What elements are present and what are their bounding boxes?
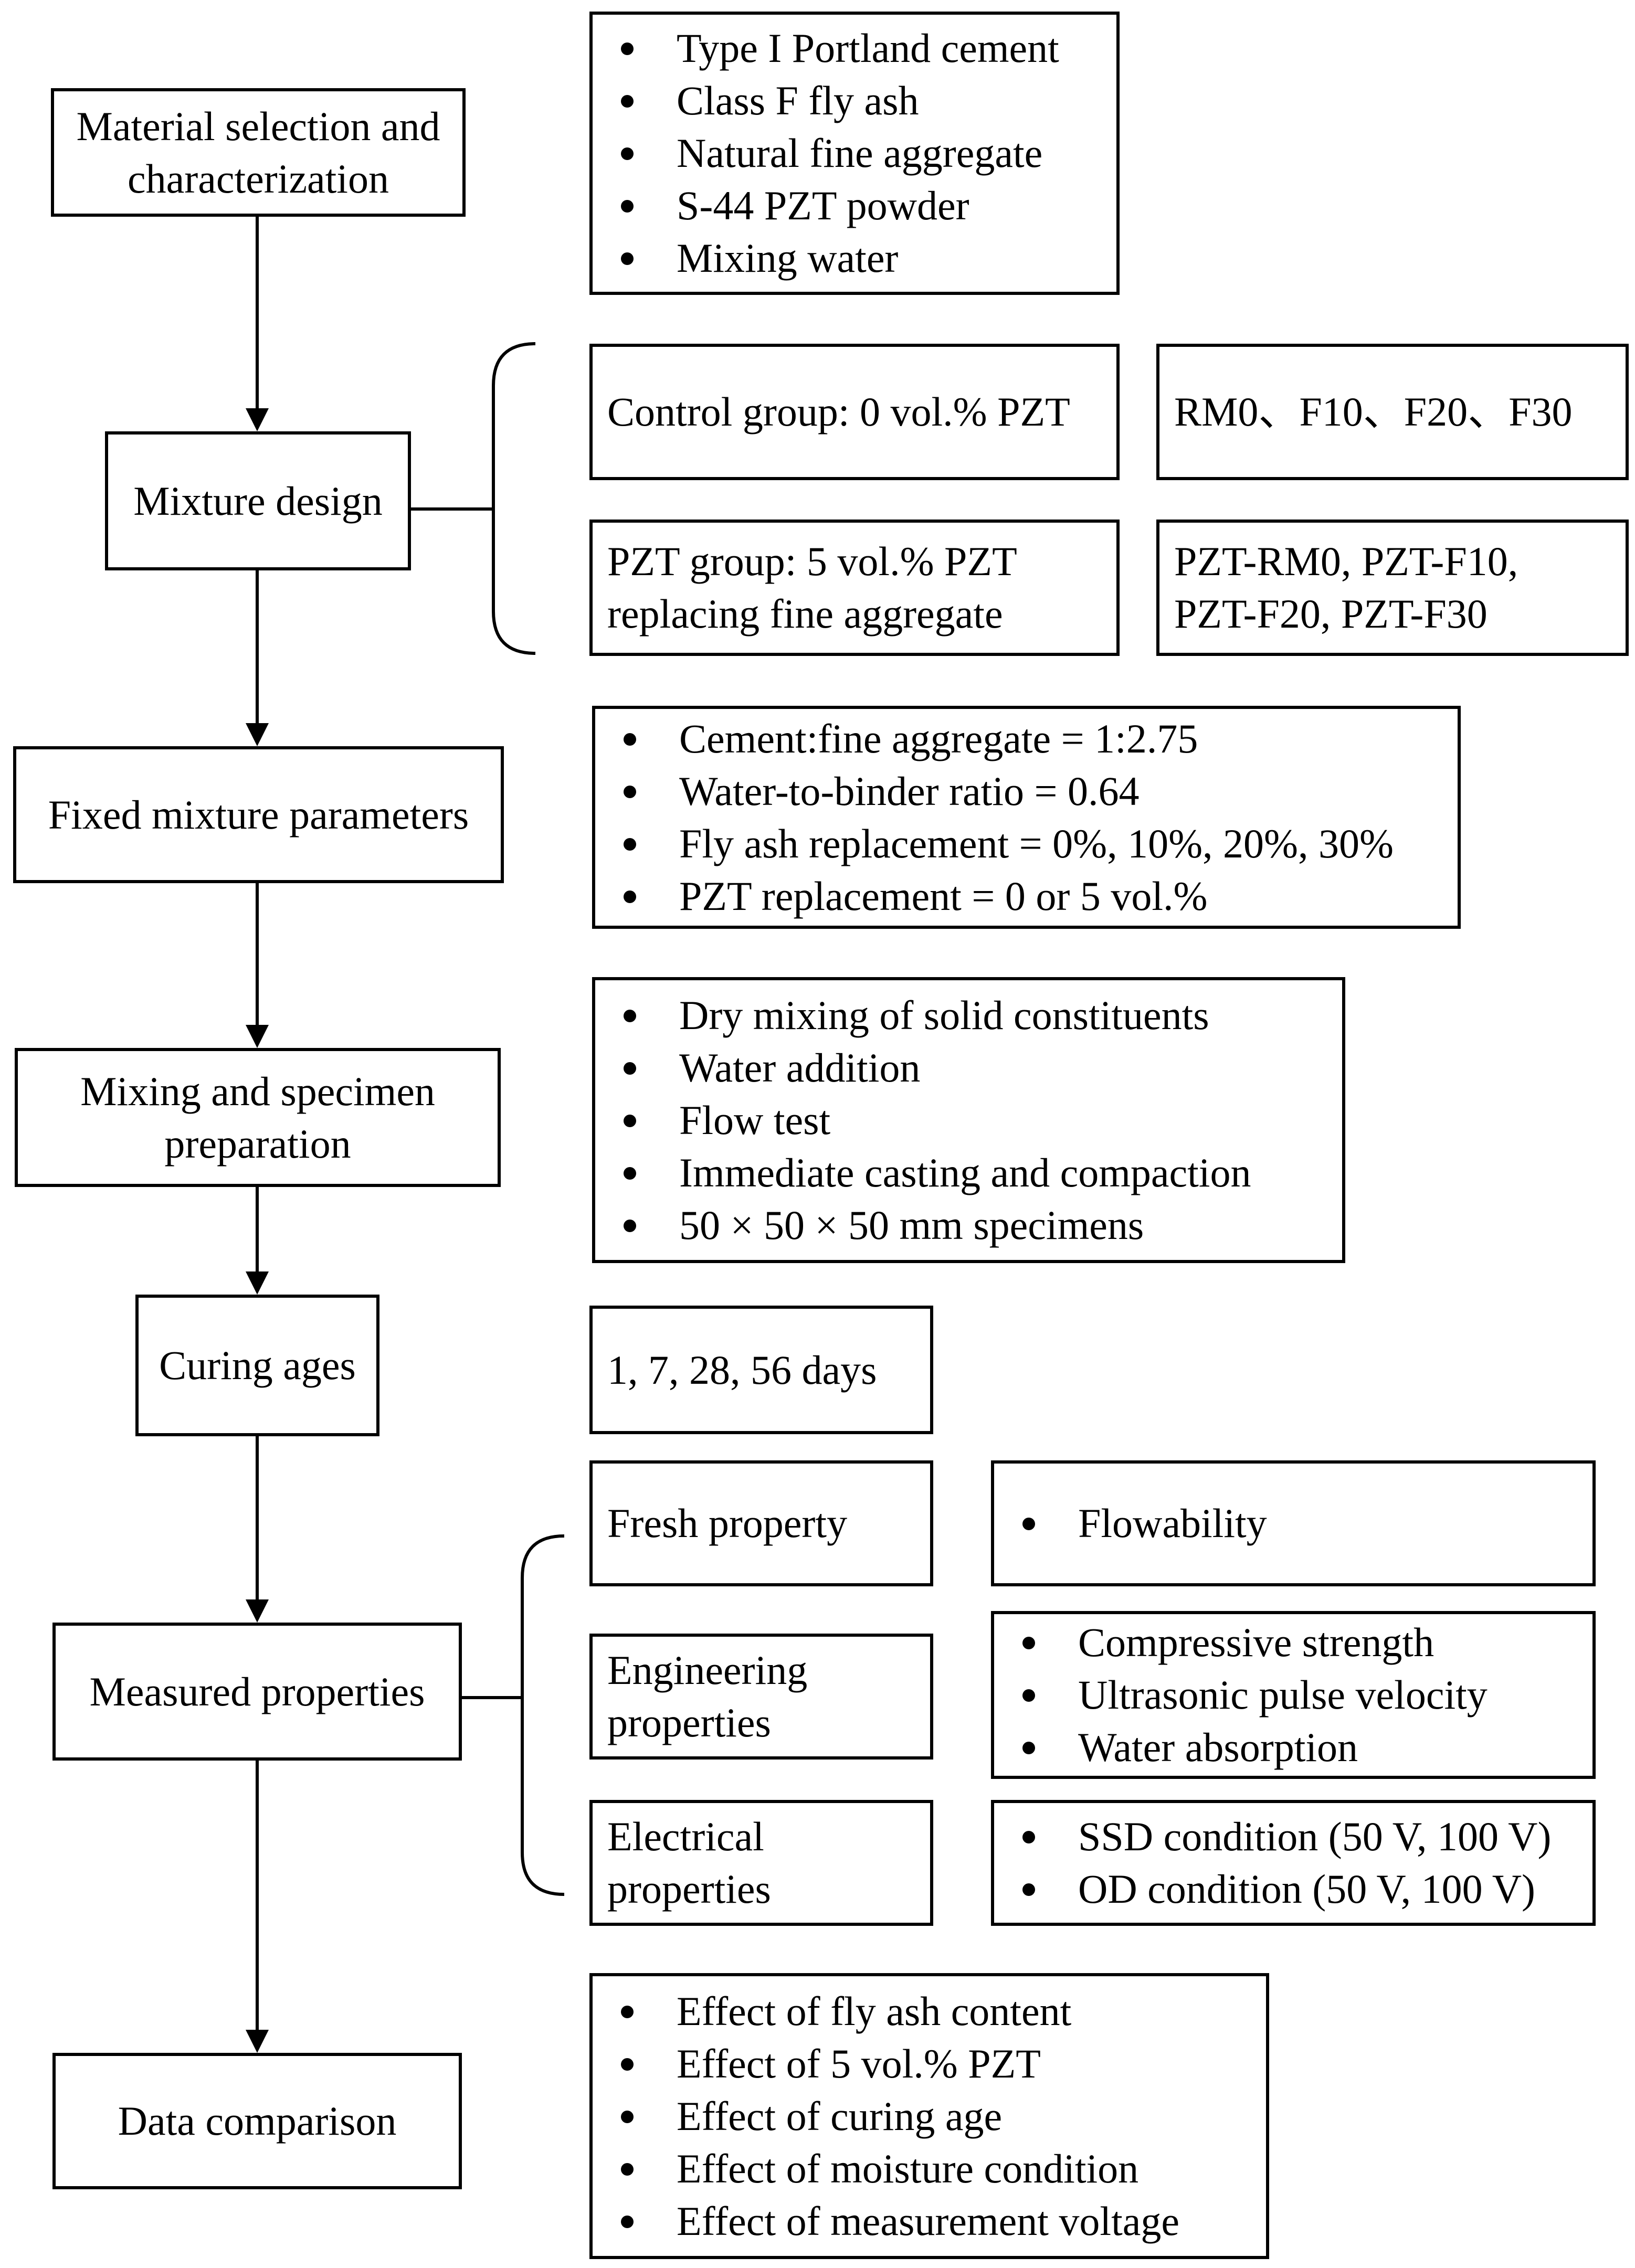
material-item: S-44 PZT powder	[614, 179, 1116, 232]
step-measured-properties: Measured properties	[52, 1623, 462, 1761]
material-item: Natural fine aggregate	[614, 127, 1116, 179]
arrowhead-5	[246, 1599, 269, 1623]
electrical-properties-list: SSD condition (50 V, 100 V) OD condition…	[991, 1800, 1596, 1926]
property-item: Compressive strength	[1015, 1616, 1592, 1669]
material-item: Mixing water	[614, 232, 1116, 284]
pzt-mixes-line-1: PZT-RM0, PZT-F10,	[1174, 538, 1518, 584]
mixing-steps-list: Dry mixing of solid constituents Water a…	[592, 977, 1345, 1263]
comparison-item: Effect of moisture condition	[614, 2143, 1266, 2195]
property-item: Ultrasonic pulse velocity	[1015, 1669, 1592, 1721]
electrical-properties-line-2: properties	[607, 1866, 771, 1912]
engineering-properties-list: Compressive strength Ultrasonic pulse ve…	[991, 1611, 1596, 1779]
pzt-group-line-2: replacing fine aggregate	[607, 591, 1003, 637]
parameter-item: Fly ash replacement = 0%, 10%, 20%, 30%	[616, 818, 1458, 870]
step-data-comparison: Data comparison	[52, 2053, 462, 2189]
property-item: SSD condition (50 V, 100 V)	[1015, 1810, 1592, 1863]
material-item: Class F fly ash	[614, 75, 1116, 127]
curing-ages-box: 1, 7, 28, 56 days	[589, 1306, 933, 1434]
fresh-property-list: Flowability	[991, 1460, 1596, 1586]
comparisons-list: Effect of fly ash content Effect of 5 vo…	[589, 1973, 1269, 2259]
step-measured-properties-label: Measured properties	[89, 1668, 425, 1714]
curing-ages-value: 1, 7, 28, 56 days	[607, 1347, 877, 1393]
step-material-selection-line-2: characterization	[128, 155, 389, 202]
step-mixing-preparation-line-2: preparation	[164, 1120, 351, 1167]
engineering-properties-line-2: properties	[607, 1700, 771, 1745]
pzt-mixes-line-2: PZT-F20, PZT-F30	[1174, 591, 1488, 637]
step-curing-ages-label: Curing ages	[159, 1342, 356, 1388]
fresh-property-label: Fresh property	[607, 1500, 848, 1546]
comparison-item: Effect of measurement voltage	[614, 2195, 1266, 2248]
property-item: Flowability	[1015, 1497, 1592, 1550]
step-data-comparison-label: Data comparison	[118, 2098, 397, 2144]
mixture-brace	[492, 342, 536, 655]
mixing-step-item: Flow test	[616, 1094, 1342, 1147]
comparison-item: Effect of curing age	[614, 2090, 1266, 2143]
step-fixed-parameters-label: Fixed mixture parameters	[48, 791, 469, 838]
engineering-properties-box: Engineering properties	[589, 1634, 933, 1760]
step-fixed-parameters: Fixed mixture parameters	[13, 746, 504, 883]
control-mixes-box: RM0、F10、F20、F30	[1156, 344, 1629, 480]
step-mixing-preparation-line-1: Mixing and specimen	[80, 1068, 435, 1114]
step-material-selection-line-1: Material selection and	[76, 103, 440, 149]
step-mixing-preparation: Mixing and specimen preparation	[15, 1048, 501, 1187]
pzt-group-box: PZT group: 5 vol.% PZT replacing fine ag…	[589, 520, 1120, 656]
step-mixture-design-label: Mixture design	[133, 478, 383, 524]
parameter-item: Water-to-binder ratio = 0.64	[616, 765, 1458, 818]
comparison-item: Effect of fly ash content	[614, 1985, 1266, 2038]
mixing-step-item: Dry mixing of solid constituents	[616, 989, 1342, 1042]
mixing-step-item: Water addition	[616, 1042, 1342, 1094]
parameter-item: PZT replacement = 0 or 5 vol.%	[616, 870, 1458, 923]
engineering-properties-line-1: Engineering	[607, 1647, 808, 1693]
fresh-property-box: Fresh property	[589, 1460, 933, 1586]
arrowhead-3	[246, 1025, 269, 1048]
step-material-selection: Material selection and characterization	[51, 88, 466, 217]
fixed-parameters-list: Cement:fine aggregate = 1:2.75 Water-to-…	[592, 706, 1461, 929]
properties-brace	[521, 1534, 565, 1896]
arrowhead-1	[246, 408, 269, 431]
parameter-item: Cement:fine aggregate = 1:2.75	[616, 713, 1458, 765]
material-item: Type I Portland cement	[614, 22, 1116, 75]
arrowhead-2	[246, 723, 269, 746]
control-group-box: Control group: 0 vol.% PZT	[589, 344, 1120, 480]
property-item: Water absorption	[1015, 1721, 1592, 1774]
pzt-group-line-1: PZT group: 5 vol.% PZT	[607, 538, 1017, 584]
arrowhead-4	[246, 1271, 269, 1295]
property-item: OD condition (50 V, 100 V)	[1015, 1863, 1592, 1915]
mixing-step-item: 50 × 50 × 50 mm specimens	[616, 1199, 1342, 1252]
arrowhead-6	[246, 2030, 269, 2053]
materials-list: Type I Portland cement Class F fly ash N…	[589, 12, 1120, 295]
comparison-item: Effect of 5 vol.% PZT	[614, 2038, 1266, 2090]
pzt-mixes-box: PZT-RM0, PZT-F10, PZT-F20, PZT-F30	[1156, 520, 1629, 656]
step-curing-ages: Curing ages	[135, 1295, 379, 1436]
electrical-properties-box: Electrical properties	[589, 1800, 933, 1926]
electrical-properties-line-1: Electrical	[607, 1814, 764, 1859]
control-mixes-label: RM0、F10、F20、F30	[1174, 389, 1573, 434]
mixing-step-item: Immediate casting and compaction	[616, 1147, 1342, 1199]
control-group-label: Control group: 0 vol.% PZT	[607, 389, 1070, 434]
step-mixture-design: Mixture design	[105, 431, 411, 570]
